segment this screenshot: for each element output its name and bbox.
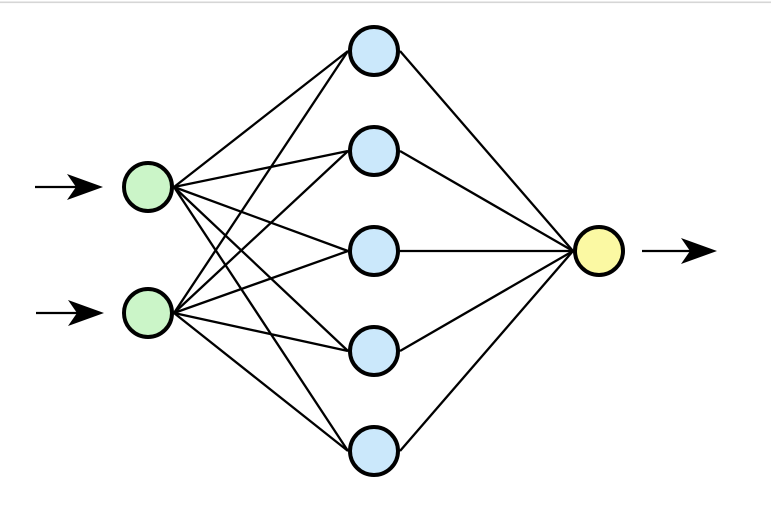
hidden-4-node xyxy=(348,325,400,377)
edge-hidden-5-output-1 xyxy=(399,250,574,452)
output-1-node xyxy=(573,225,625,277)
hidden-5-node xyxy=(348,425,400,477)
edge-input-2-hidden-2 xyxy=(173,150,349,314)
edge-input-1-hidden-5 xyxy=(173,186,349,452)
output-arrow-head-icon xyxy=(681,238,717,264)
top-border-line xyxy=(0,1,771,4)
edge-hidden-2-output-1 xyxy=(399,150,574,252)
edge-hidden-4-output-1 xyxy=(399,250,574,352)
input-2-node xyxy=(122,287,174,339)
hidden-3-node xyxy=(348,225,400,277)
hidden-2-node xyxy=(348,125,400,177)
hidden-1-node xyxy=(348,25,400,77)
edge-input-2-hidden-3 xyxy=(173,249,349,315)
edge-hidden-1-output-1 xyxy=(399,50,574,252)
edge-input-1-hidden-4 xyxy=(173,186,349,352)
input-arrow-1-head-icon xyxy=(67,174,103,200)
edge-input-1-hidden-3 xyxy=(173,185,349,253)
input-arrow-2-head-icon xyxy=(68,300,104,326)
edge-input-1-hidden-2 xyxy=(173,149,349,189)
edge-input-2-hidden-1 xyxy=(173,50,349,314)
edge-input-1-hidden-1 xyxy=(173,50,349,188)
edge-input-2-hidden-5 xyxy=(173,312,349,452)
input-1-node xyxy=(122,161,174,213)
edge-input-2-hidden-4 xyxy=(173,311,349,353)
